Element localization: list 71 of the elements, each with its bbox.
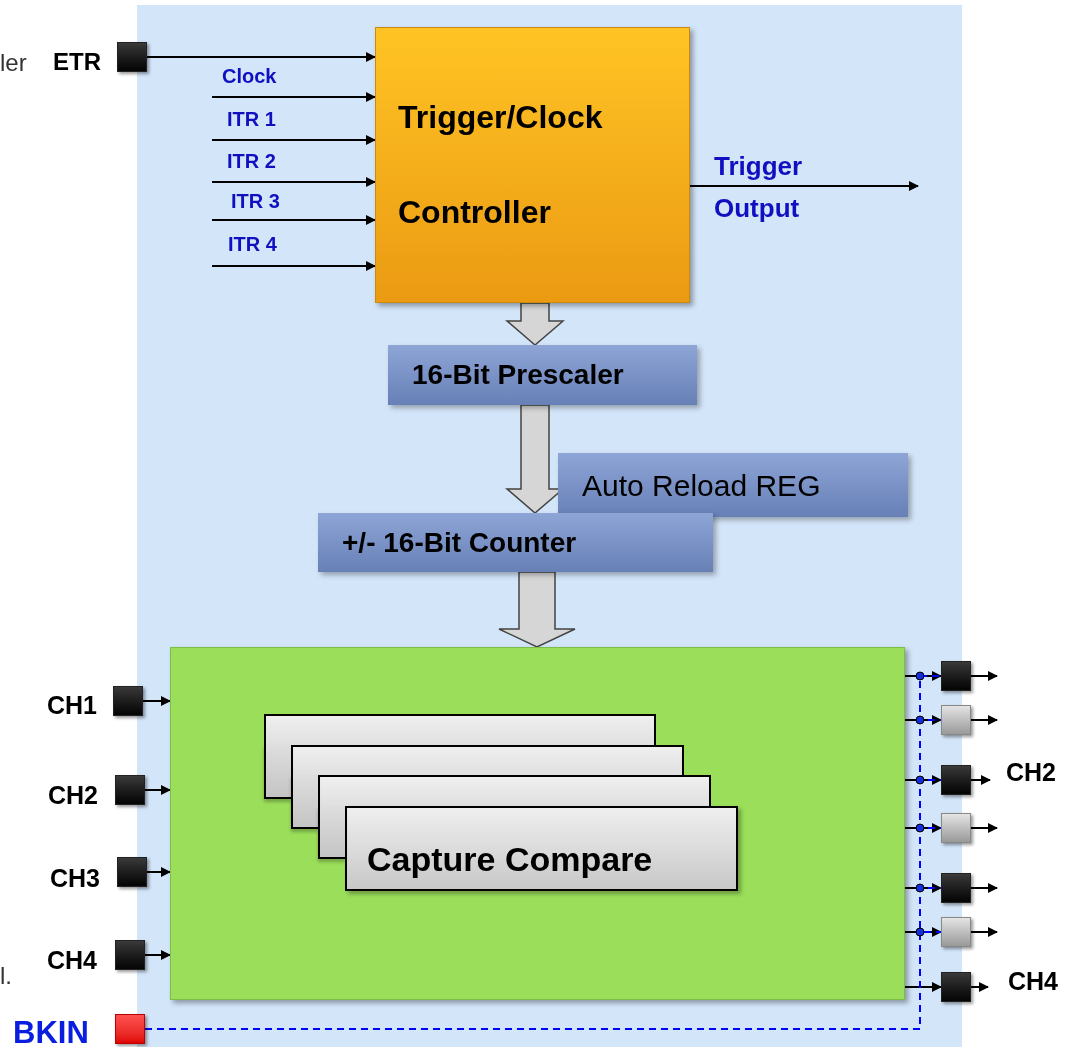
capture-compare-card: [345, 806, 738, 891]
arrow: [689, 181, 919, 191]
pin-label: CH2: [1006, 757, 1056, 788]
counter-block: [318, 513, 713, 572]
arrow: [970, 927, 998, 937]
pin-square: [115, 940, 145, 970]
signal-label: ITR 1: [227, 107, 276, 132]
pin-square: [941, 661, 971, 691]
pin-label: CH4: [1008, 966, 1058, 997]
pin-square: [941, 813, 971, 843]
pin-square: [941, 873, 971, 903]
arrow: [904, 982, 942, 992]
arrow: [211, 215, 376, 225]
panel-background: [137, 5, 962, 1047]
arrow: [904, 823, 942, 833]
block-label: 16-Bit Prescaler: [412, 358, 624, 392]
register-block: [558, 453, 908, 517]
block-label: +/- 16-Bit Counter: [342, 525, 577, 560]
block-arrow: [498, 571, 576, 648]
arrow: [211, 135, 376, 145]
arrow: [211, 92, 376, 102]
stacked-card: [264, 714, 656, 745]
signal-label: ITR 2: [227, 149, 276, 174]
arrow: [970, 823, 998, 833]
arrow: [970, 775, 991, 785]
pin-square: [115, 1014, 145, 1044]
text-fragment: l.: [0, 961, 12, 991]
arrow: [970, 715, 998, 725]
arrow: [144, 785, 171, 795]
pin-square: [941, 917, 971, 947]
arrow: [146, 52, 376, 62]
channel-block: [170, 647, 905, 1000]
signal-label: Trigger Output: [714, 150, 804, 225]
signal-label: ITR 3: [231, 189, 280, 214]
text-fragment: ler: [0, 48, 27, 78]
arrow: [144, 950, 171, 960]
controller-block: [375, 27, 690, 303]
stacked-card: [318, 775, 711, 806]
signal-label: Clock: [222, 64, 277, 89]
arrow: [970, 883, 998, 893]
block-label: Capture Compare: [367, 839, 653, 880]
pin-square: [941, 972, 971, 1002]
arrow: [970, 982, 989, 992]
block-label: Auto Reload REG: [582, 467, 821, 504]
pin-label: CH2: [48, 780, 98, 811]
pin-square: [115, 775, 145, 805]
signal-label: ITR 4: [228, 232, 277, 257]
pin-square: [941, 705, 971, 735]
arrow: [904, 715, 942, 725]
pin-square: [117, 42, 147, 72]
pin-label: CH1: [47, 690, 97, 721]
pin-label: CH3: [50, 863, 100, 894]
block-label: Trigger/Clock Controller: [398, 98, 604, 232]
arrow: [970, 671, 998, 681]
arrow: [904, 775, 942, 785]
pin-label: ETR: [53, 47, 101, 77]
pin-square: [117, 857, 147, 887]
arrow: [146, 867, 171, 877]
arrow: [904, 883, 942, 893]
arrow: [904, 927, 942, 937]
arrow: [211, 177, 376, 187]
arrow: [211, 261, 376, 271]
pin-label: BKIN: [13, 1014, 89, 1047]
arrow: [142, 696, 171, 706]
pin-label: CH4: [47, 945, 97, 976]
prescaler-block: [388, 345, 697, 405]
block-arrow: [504, 302, 566, 346]
arrow: [904, 671, 942, 681]
stacked-card: [291, 745, 684, 775]
pin-square: [113, 686, 143, 716]
pin-square: [941, 765, 971, 795]
